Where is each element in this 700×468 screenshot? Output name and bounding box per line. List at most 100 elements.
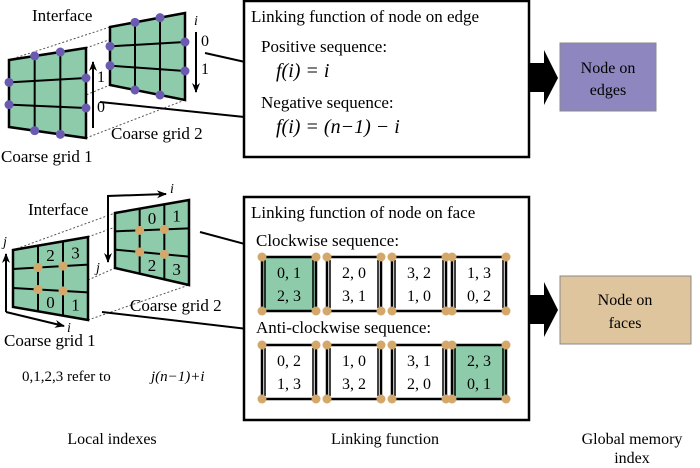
cell-top-pair: 1, 0 [342,353,366,370]
grid-node [4,77,14,87]
grid-cell-index: 2 [46,246,55,265]
grid-cell-index: 1 [172,207,181,226]
positive-sequence-label: Positive sequence: [261,37,387,56]
grid-node [55,47,65,57]
face-node [387,252,397,262]
sequence-cell: 3, 21, 0 [387,252,451,316]
grid-cell-index: 1 [71,296,80,315]
cell-bottom-pair: 1, 3 [277,376,301,393]
sequence-cell: 0, 12, 3 [257,252,321,316]
index-note-formula: j(n−1)+i [149,369,205,385]
face-node [257,394,267,404]
grid-node [105,61,115,71]
edge-box-title: Linking function of node on edge [251,7,479,26]
node-on-faces-box [559,275,692,345]
cell-bottom-pair: 0, 2 [467,288,491,305]
grid-node [135,247,145,257]
cell-bottom-pair: 0, 1 [467,376,491,393]
grid-node [159,224,169,234]
face-node [322,394,332,404]
cell-top-pair: 1, 3 [467,265,491,282]
cell-top-pair: 0, 2 [277,353,301,370]
grid2-label: Coarse grid 2 [111,124,203,143]
face-node [387,306,397,316]
node-on-edges-line2: edges [590,82,626,99]
grid1-index-1: 1 [97,69,105,86]
grid-cell-index: 3 [172,260,181,279]
cell-bottom-pair: 3, 1 [342,288,366,305]
footer: Local indexes Linking function Global me… [67,431,682,467]
grid-cell-index: 0 [46,293,55,312]
face-node [311,306,321,316]
grid-node [55,129,65,139]
grid-node [105,41,115,51]
face-node [311,252,321,262]
grid2-index-1: 1 [201,61,209,78]
grid-node [58,286,68,296]
face-node [501,340,511,350]
grid-node [130,17,140,27]
grid-node [58,261,68,271]
coarse-grid-2 [105,11,190,102]
grid-line [12,263,89,270]
footer-index: index [614,450,650,467]
grid-line [12,287,89,294]
face-node [447,306,457,316]
cell-bottom-pair: 1, 0 [407,288,431,305]
face-node [376,340,386,350]
cell-top-pair: 3, 1 [407,353,431,370]
footer-local-indexes: Local indexes [67,431,156,448]
interface-label-bottom: Interface [28,200,88,219]
grid-line [8,77,87,84]
sequence-cell-frame [325,255,383,313]
face-node [322,340,332,350]
grid-line [109,64,186,72]
face-node [257,306,267,316]
grid-face [7,46,88,140]
grid2-axis-i: i [170,182,174,197]
grid2-index-0: 0 [201,33,209,50]
grid2-label-bottom: Coarse grid 2 [130,296,222,315]
face-node [387,340,397,350]
sequence-cell-frame [390,343,448,401]
grid-node [155,13,165,23]
grid-node [33,284,43,294]
face-node [257,252,267,262]
grid-line [8,103,87,109]
grid1-axis-j: j [1,235,7,250]
coarse-grid-1 [4,46,91,140]
face-node [311,394,321,404]
sequence-cell-frame [260,343,318,401]
grid-line [109,41,186,48]
negative-sequence-label: Negative sequence: [261,93,394,112]
anticlockwise-cells: 0, 21, 31, 03, 23, 12, 02, 30, 1 [257,340,511,404]
sequence-cell: 1, 3 0, 2 [447,252,511,316]
face-node [447,394,457,404]
face-node [257,340,267,350]
interface-label: Interface [32,6,92,25]
face-node [376,252,386,262]
grid-node [135,225,145,235]
face-box-title: Linking function of node on face [251,203,475,222]
positive-formula: f(i) = i [276,60,330,82]
cell-top-pair: 2, 3 [467,353,491,370]
grid-node [33,263,43,273]
footer-global-memory: Global memory [582,431,683,448]
grid-node [180,66,190,76]
grid2-i-axis-arrow [107,190,167,203]
edges-block-arrow [529,50,558,105]
grid1-label-bottom: Coarse grid 1 [4,331,96,350]
node-on-edges-box [559,42,657,112]
sequence-cell-frame [450,255,508,313]
face-node [447,340,457,350]
grid-cell-index: 0 [148,209,157,228]
index-note-text: 0,1,2,3 refer to [22,369,111,385]
grid2-axis-j: j [94,261,100,276]
face-node [501,306,511,316]
clockwise-label: Clockwise sequence: [256,231,399,250]
sequence-cell: 3, 12, 0 [387,340,451,404]
sequence-cell: 2, 3 0, 1 [447,340,511,404]
